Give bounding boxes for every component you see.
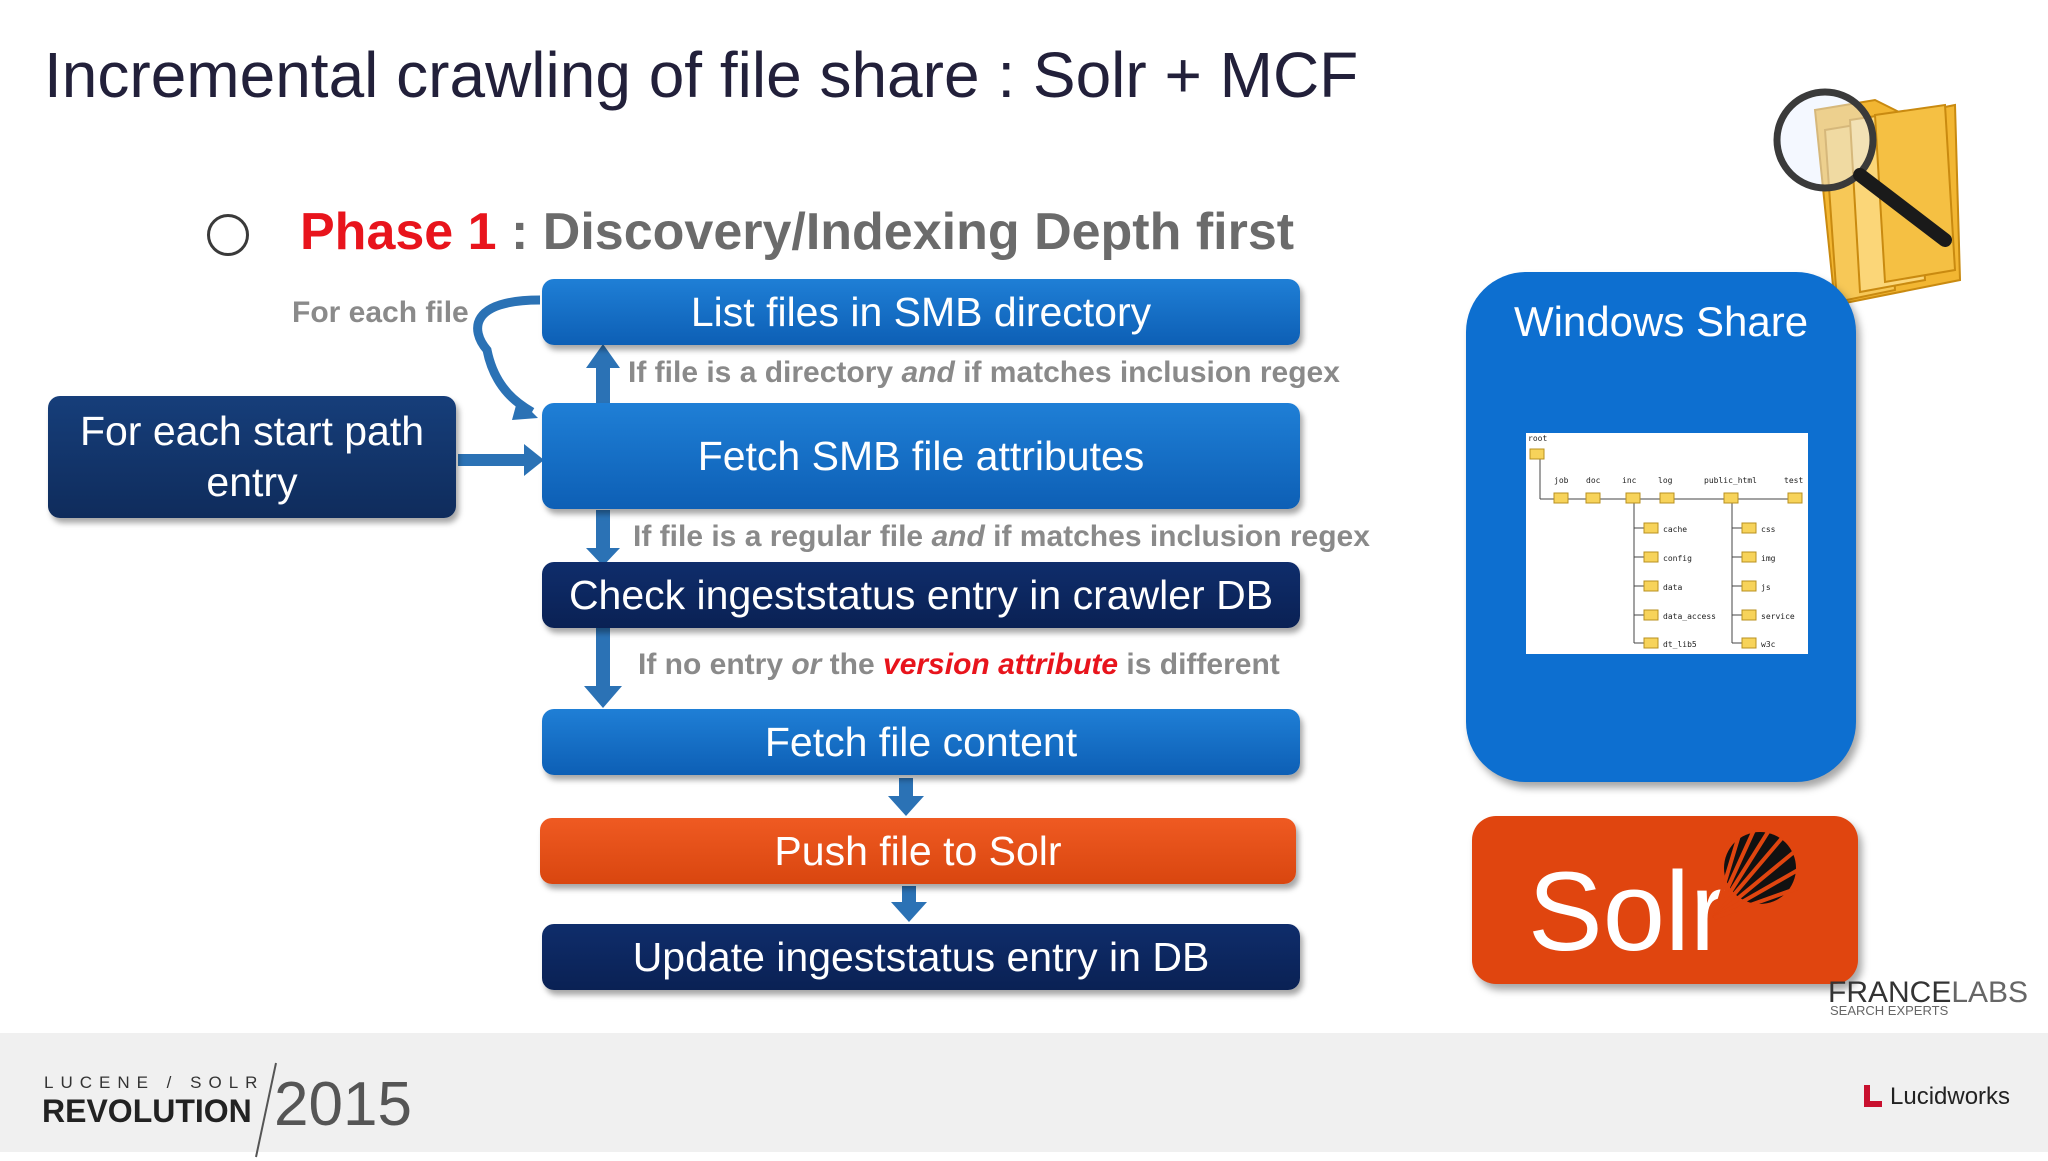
conf-year: 2015 bbox=[274, 1070, 412, 1139]
note-regular: If file is a regular file and if matches… bbox=[633, 520, 1370, 554]
tree-pub-0: css bbox=[1761, 525, 1776, 534]
tree-root: root bbox=[1528, 434, 1547, 443]
solr-sunburst-icon bbox=[1712, 829, 1799, 920]
folder-icon bbox=[1741, 609, 1757, 621]
tree-log-0: cache bbox=[1663, 525, 1687, 534]
tree-log-3: data_access bbox=[1663, 612, 1716, 621]
start-path-box: For each start path entry bbox=[48, 396, 456, 518]
note-ver-b: or bbox=[791, 648, 822, 681]
check-ingeststatus-box: Check ingeststatus entry in crawler DB bbox=[542, 562, 1300, 628]
note-dir-c: if matches inclusion regex bbox=[954, 356, 1340, 389]
folder-icon bbox=[1643, 551, 1659, 563]
note-reg-a: If file is a regular file bbox=[633, 520, 932, 553]
folder-icon bbox=[1625, 492, 1641, 504]
note-ver-e: is different bbox=[1118, 648, 1280, 681]
slide-title: Incremental crawling of file share : Sol… bbox=[44, 39, 1359, 111]
tree-log-4: dt_lib5 bbox=[1663, 640, 1697, 649]
fetch-attributes-box: Fetch SMB file attributes bbox=[542, 403, 1300, 509]
fetch-content-box: Fetch file content bbox=[542, 709, 1300, 775]
tree-top-3: log bbox=[1658, 476, 1673, 485]
folder-icon bbox=[1741, 522, 1757, 534]
folder-icon bbox=[1529, 448, 1545, 460]
start-path-line2: entry bbox=[206, 459, 298, 505]
lucidworks-icon bbox=[1864, 1085, 1882, 1107]
tree-pub-4: w3c bbox=[1761, 640, 1776, 649]
folder-icon bbox=[1741, 580, 1757, 592]
folder-icon bbox=[1741, 637, 1757, 649]
note-ver-c: the bbox=[821, 648, 884, 681]
folder-icon bbox=[1741, 551, 1757, 563]
francelabs-tagline: SEARCH EXPERTS bbox=[1830, 1003, 1949, 1018]
conf-divider-slash bbox=[255, 1062, 277, 1158]
tree-log-1: config bbox=[1663, 554, 1692, 563]
fl-name-a: FRANCE bbox=[1828, 976, 1952, 1009]
windows-share-title: Windows Share bbox=[1513, 298, 1809, 345]
footer: LUCENE / SOLR REVOLUTION 2015 Lucidworks bbox=[0, 1033, 2048, 1158]
tree-pub-2: js bbox=[1761, 583, 1771, 592]
slide: Incremental crawling of file share : Sol… bbox=[44, 39, 2029, 1018]
folder-icon bbox=[1643, 522, 1659, 534]
folder-icon bbox=[1659, 492, 1675, 504]
conf-name: REVOLUTION bbox=[42, 1093, 252, 1129]
windows-share-panel: Windows Share bbox=[1466, 272, 1856, 782]
folder-magnifier-icon bbox=[1773, 88, 1962, 307]
tree-top-4: public_html bbox=[1704, 476, 1757, 485]
tree-pub-3: service bbox=[1761, 612, 1795, 621]
list-files-box: List files in SMB directory bbox=[542, 279, 1300, 345]
start-path-line1: For each start path bbox=[79, 408, 425, 454]
phase-rest: : Discovery/Indexing Depth first bbox=[496, 203, 1295, 261]
folder-icon bbox=[1585, 492, 1601, 504]
francelabs-logo: FRANCELABS bbox=[1828, 976, 2028, 1010]
folder-icon bbox=[1723, 492, 1739, 504]
solr-logo-text: Solr bbox=[1528, 849, 1728, 974]
tree-pub-1: img bbox=[1761, 554, 1776, 563]
bullet-circle bbox=[207, 214, 249, 256]
folder-icon bbox=[1643, 609, 1659, 621]
update-ingeststatus-box: Update ingeststatus entry in DB bbox=[542, 924, 1300, 990]
push-solr-box: Push file to Solr bbox=[540, 818, 1296, 884]
folder-icon bbox=[1553, 492, 1569, 504]
conf-top-label: LUCENE / SOLR bbox=[44, 1073, 265, 1092]
flow-arrows bbox=[458, 295, 927, 922]
phase-label: Phase 1 bbox=[300, 203, 497, 261]
folder-icon bbox=[1643, 637, 1659, 649]
tree-log-2: data bbox=[1663, 583, 1682, 592]
folder-icon bbox=[1787, 492, 1803, 504]
note-dir-b: and bbox=[901, 356, 955, 389]
note-reg-c: if matches inclusion regex bbox=[984, 520, 1370, 553]
note-ver-d: version attribute bbox=[883, 648, 1119, 681]
note-version: If no entry or the version attribute is … bbox=[638, 648, 1280, 682]
tree-top-5: test bbox=[1784, 476, 1803, 485]
loop-label: For each file bbox=[292, 296, 469, 329]
tree-top-0: job bbox=[1554, 476, 1569, 485]
note-directory: If file is a directory and if matches in… bbox=[628, 356, 1340, 390]
sponsor-name: Lucidworks bbox=[1890, 1083, 2011, 1110]
folder-icon bbox=[1643, 580, 1659, 592]
tree-top-1: doc bbox=[1586, 476, 1601, 485]
note-ver-a: If no entry bbox=[638, 648, 792, 681]
directory-tree: root job doc inc log public_html test ca… bbox=[1526, 433, 1808, 654]
tree-lines: root job doc inc log public_html test ca… bbox=[1528, 434, 1803, 649]
tree-top-2: inc bbox=[1622, 476, 1637, 485]
note-reg-b: and bbox=[931, 520, 985, 553]
fl-name-b: LABS bbox=[1951, 976, 2029, 1009]
solr-logo-box: Solr bbox=[1472, 816, 1858, 984]
phase-heading: Phase 1 : Discovery/Indexing Depth first bbox=[300, 202, 1294, 262]
note-dir-a: If file is a directory bbox=[628, 356, 902, 389]
